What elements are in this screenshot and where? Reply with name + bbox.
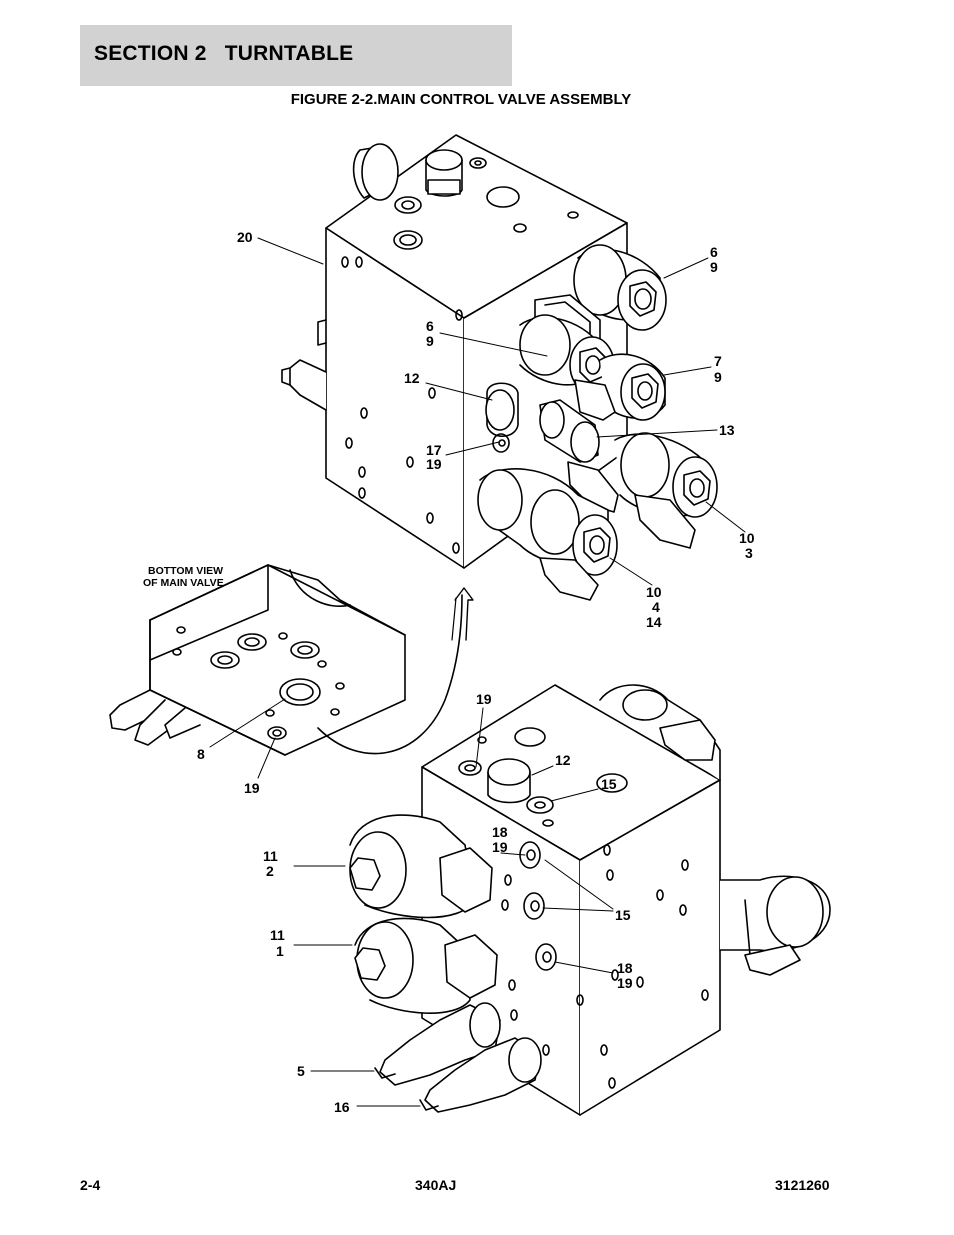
- figure-title: FIGURE 2-2.MAIN CONTROL VALVE ASSEMBLY: [290, 91, 632, 108]
- callout-15: 15: [615, 907, 631, 923]
- section-header: SECTION 2 TURNTABLE: [80, 25, 512, 86]
- model-number: 340AJ: [415, 1177, 457, 1193]
- callout-18: 18: [617, 960, 633, 976]
- callout-15: 15: [601, 776, 617, 792]
- callout-19: 19: [244, 780, 260, 796]
- top-valve-assembly: [281, 134, 718, 601]
- bottom-view-inset: [109, 564, 474, 756]
- callout-10: 10: [646, 584, 662, 600]
- callout-9: 9: [710, 259, 718, 275]
- callout-6: 6: [426, 318, 434, 334]
- callout-10: 10: [739, 530, 755, 546]
- callout-11: 11: [263, 848, 278, 864]
- callout-19: 19: [476, 691, 492, 707]
- callout-9: 9: [714, 369, 722, 385]
- callout-18: 18: [492, 824, 508, 840]
- callout-13: 13: [719, 422, 735, 438]
- inset-label: OF MAIN VALVE: [143, 577, 224, 589]
- callout-14: 14: [646, 614, 662, 630]
- document-number: 3121260: [775, 1177, 830, 1193]
- callout-6: 6: [710, 244, 718, 260]
- callout-19: 19: [492, 839, 508, 855]
- callout-11: 11: [270, 927, 285, 943]
- callout-1: 1: [276, 943, 284, 959]
- leader-lines: [209, 237, 746, 1107]
- callout-2: 2: [266, 863, 274, 879]
- callout-8: 8: [197, 746, 205, 762]
- callout-4: 4: [652, 599, 660, 615]
- callout-16: 16: [334, 1099, 350, 1115]
- callout-5: 5: [297, 1063, 305, 1079]
- page-number: 2-4: [80, 1177, 101, 1193]
- callout-3: 3: [745, 545, 753, 561]
- callout-7: 7: [714, 353, 722, 369]
- callout-17: 17: [426, 442, 442, 458]
- callout-12: 12: [404, 370, 420, 386]
- section-title: SECTION 2 TURNTABLE: [94, 42, 354, 65]
- callout-19: 19: [426, 456, 442, 472]
- callout-9: 9: [426, 333, 434, 349]
- callout-20: 20: [237, 229, 253, 245]
- callouts: 20 6 9 6 9 7 9 12 13 17 19 10 3 10 4 14 …: [143, 229, 755, 1115]
- callout-12: 12: [555, 752, 571, 768]
- inset-label: BOTTOM VIEW: [148, 565, 223, 577]
- callout-19: 19: [617, 975, 633, 991]
- lower-valve-assembly: [349, 684, 831, 1116]
